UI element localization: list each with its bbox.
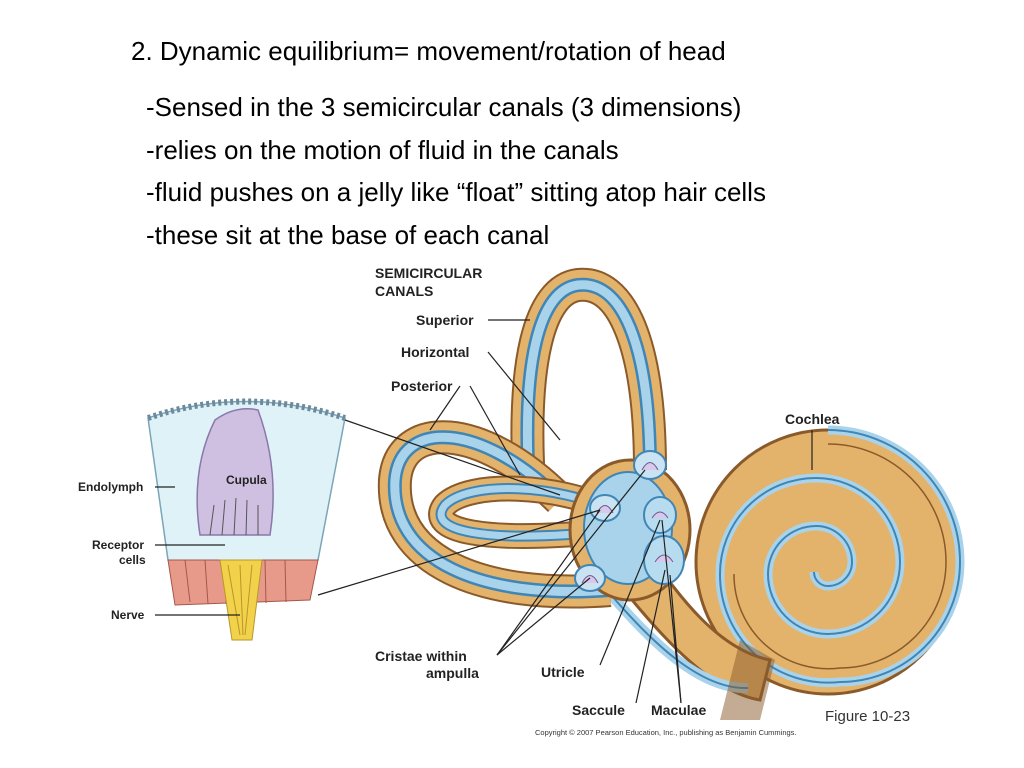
bullet-item: -fluid pushes on a jelly like “float” si… xyxy=(146,177,766,207)
label-maculae: Maculae xyxy=(651,702,706,718)
label-posterior: Posterior xyxy=(391,378,453,394)
label-cochlea: Cochlea xyxy=(785,411,840,427)
label-horizontal: Horizontal xyxy=(401,344,469,360)
bullet-item: -relies on the motion of fluid in the ca… xyxy=(146,134,619,165)
semicircular-canals-illustration xyxy=(377,267,692,609)
label-cristae-line2: ampulla xyxy=(426,665,479,681)
label-superior: Superior xyxy=(416,312,474,328)
label-nerve: Nerve xyxy=(111,608,145,622)
bullet-item: -these sit at the base of each canal xyxy=(146,219,550,250)
label-endolymph: Endolymph xyxy=(78,480,143,494)
label-cupula: Cupula xyxy=(226,473,267,487)
bullet-list: -Sensed in the 3 semicircular canals (3 … xyxy=(146,86,766,256)
cochlea-illustration xyxy=(694,425,965,696)
label-cristae: Cristae within xyxy=(375,648,467,664)
label-utricle: Utricle xyxy=(541,664,585,680)
label-receptor-cells-line2: cells xyxy=(119,553,146,567)
leader-lines xyxy=(155,319,813,704)
label-receptor-cells: Receptor xyxy=(92,538,144,552)
copyright-note: Copyright © 2007 Pearson Education, Inc.… xyxy=(535,728,797,737)
figure-number: Figure 10-23 xyxy=(825,708,910,725)
slide-heading: 2. Dynamic equilibrium= movement/rotatio… xyxy=(131,36,726,66)
bullet-item: -Sensed in the 3 semicircular canals (3 … xyxy=(146,92,742,122)
label-saccule: Saccule xyxy=(572,702,625,718)
semicircular-canals-title-line2: CANALS xyxy=(375,283,433,299)
crista-inset-illustration xyxy=(147,398,346,641)
semicircular-canals-title: SEMICIRCULAR xyxy=(375,265,482,281)
